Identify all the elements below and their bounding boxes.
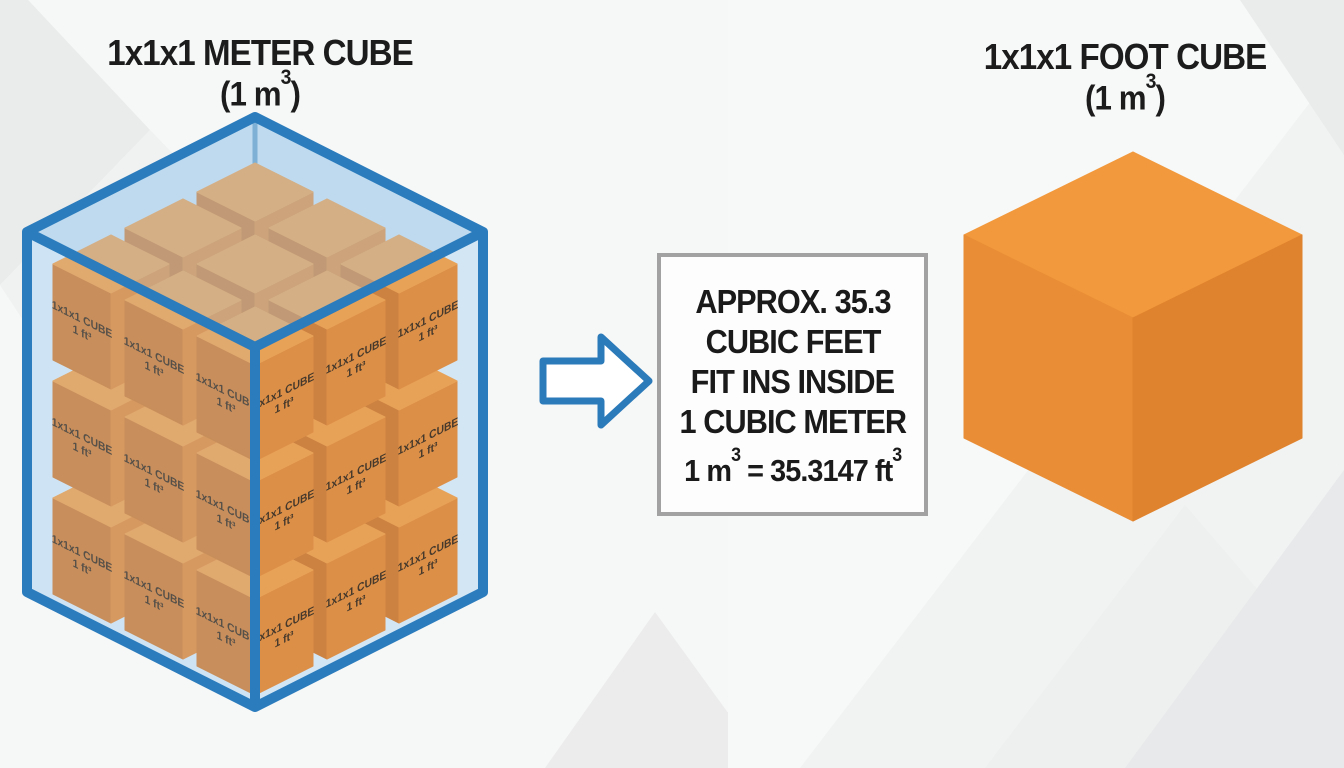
info-line-1: APPROX. 35.3 [694,283,891,320]
meter-cube-title: 1x1x1 METER CUBE (1 m3) [30,32,490,114]
foot-cube-graphic [963,151,1303,522]
conversion-info-box: APPROX. 35.3 CUBIC FEET FIT INS INSIDE 1… [657,253,928,516]
info-line-3: FIT INS INSIDE [690,363,895,400]
arrow-icon [539,333,653,429]
foot-cube-title-line2: (1 m3) [1084,69,1166,118]
info-line-4: 1 CUBIC METER [679,403,907,440]
info-line-2: CUBIC FEET [705,323,881,360]
foot-cube-title: 1x1x1 FOOT CUBE (1 m3) [900,36,1344,118]
meter-cube-title-line2: (1 m3) [219,65,301,114]
meter-cube-title-line1: 1x1x1 METER CUBE [107,32,413,73]
conversion-formula: 1 m3 = 35.3147 ft3 [683,445,902,488]
foot-cube-title-line1: 1x1x1 FOOT CUBE [983,36,1267,77]
